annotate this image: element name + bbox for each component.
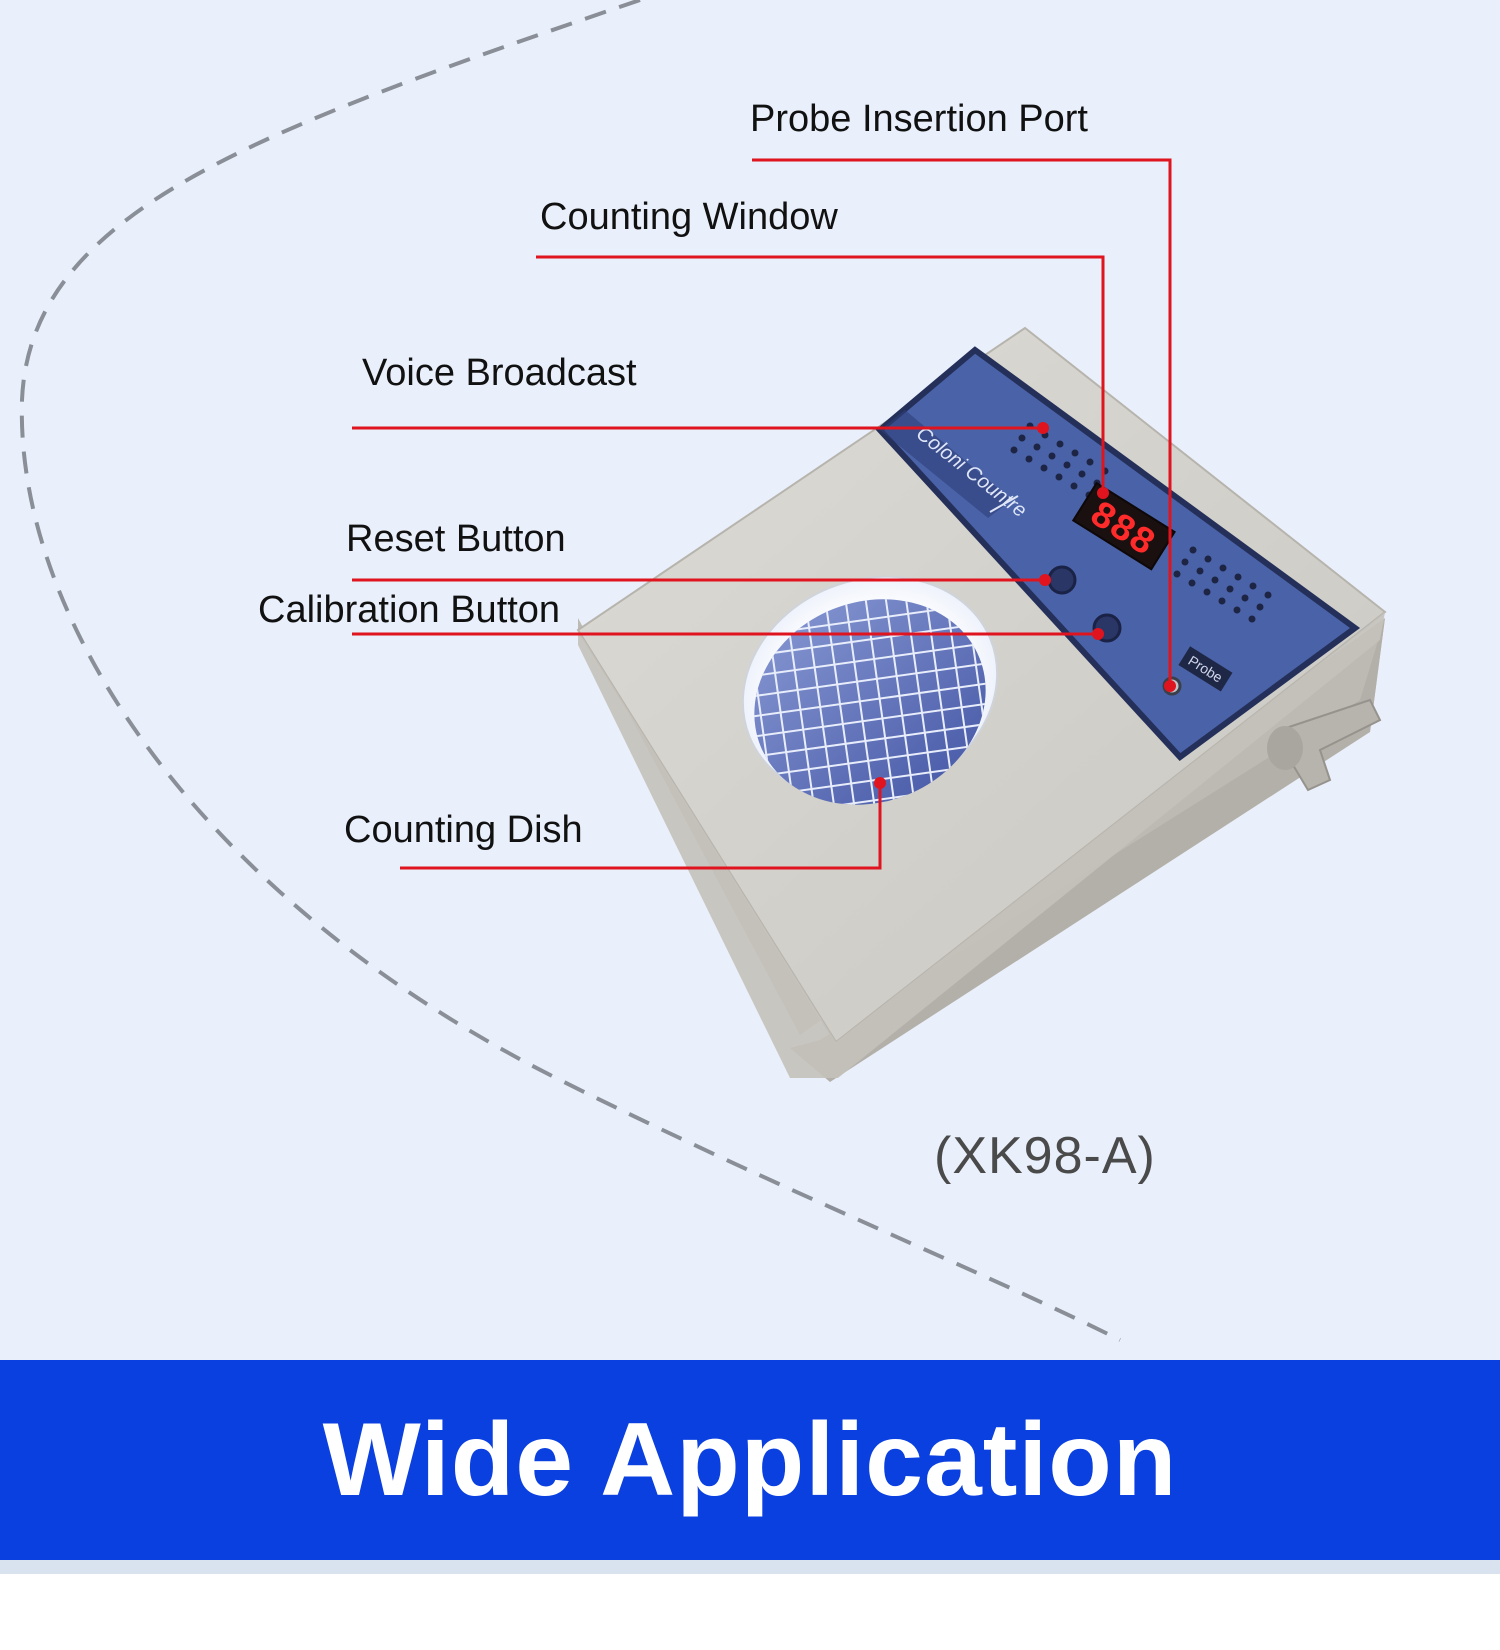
leader-counting-dish	[400, 783, 882, 870]
banner: Wide Application	[0, 1360, 1500, 1560]
callout-counting-dish: Counting Dish	[344, 809, 583, 851]
panel-brand-underline	[989, 495, 1019, 513]
panel-strip	[880, 410, 1012, 518]
control-panel	[875, 346, 1361, 762]
banner-title: Wide Application	[322, 1401, 1178, 1518]
callout-reset-button: Reset Button	[346, 518, 566, 560]
leader-endpoints	[874, 422, 1176, 789]
device-base-edge	[578, 612, 1385, 1078]
banner-shadow	[0, 1560, 1500, 1574]
device-diagram: Coloni Countre 888 Probe	[19, 0, 1387, 1342]
speaker-grille-lower	[1173, 546, 1272, 623]
side-clamp	[1267, 698, 1382, 792]
leader-lines	[352, 158, 1172, 870]
callout-probe-insertion-port: Probe Insertion Port	[750, 98, 1088, 140]
product-illustration: Coloni Countre 888 Probe	[0, 0, 1500, 1360]
reset-knob	[1047, 565, 1077, 595]
speaker-grille-upper	[1010, 422, 1109, 499]
leader-counting-window	[536, 255, 1105, 493]
leader-probe-port	[752, 158, 1172, 686]
callout-voice-broadcast: Voice Broadcast	[362, 352, 637, 394]
callout-counting-window: Counting Window	[540, 196, 838, 238]
model-number: (XK98-A)	[934, 1127, 1156, 1185]
dashed-curve	[19, 0, 1121, 1342]
callout-calibration-button: Calibration Button	[258, 589, 561, 631]
